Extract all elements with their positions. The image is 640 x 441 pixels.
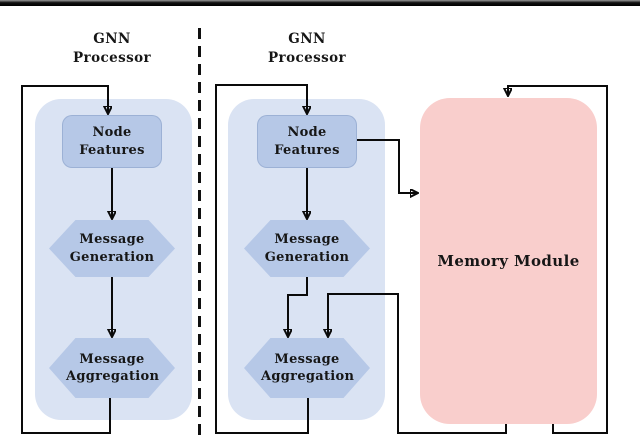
node-features-block: Node Features — [257, 115, 357, 168]
message-aggregation-block: Message Aggregation — [244, 338, 370, 398]
panel-title: GNN Processor — [268, 31, 346, 66]
panel-separator-dashed-line — [198, 28, 201, 441]
node-features-block: Node Features — [62, 115, 162, 168]
memory-module-block: Memory Module — [420, 98, 597, 424]
message-aggregation-block: Message Aggregation — [49, 338, 175, 398]
message-generation-block: Message Generation — [49, 220, 175, 277]
message-generation-block: Message Generation — [244, 220, 370, 277]
top-rule — [0, 0, 640, 6]
panel-title: GNN Processor — [73, 31, 151, 66]
